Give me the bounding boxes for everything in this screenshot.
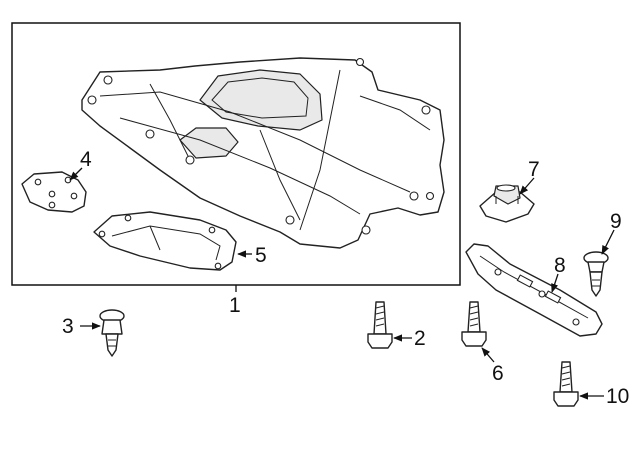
callout-7: 7	[528, 158, 540, 181]
callout-4: 4	[80, 148, 92, 171]
callout-1: 1	[229, 294, 241, 317]
callout-9: 9	[610, 210, 622, 233]
callout-3: 3	[62, 315, 74, 338]
leader-8	[551, 273, 559, 293]
push-clip-9-part[interactable]	[583, 251, 609, 297]
callout-10: 10	[606, 385, 629, 408]
bracket-part[interactable]	[465, 243, 603, 337]
callout-8: 8	[554, 254, 566, 277]
lower-cover-plate-part[interactable]	[93, 211, 237, 271]
bolt-6-part[interactable]	[461, 301, 487, 347]
callout-6: 6	[492, 362, 504, 385]
leader-4	[69, 167, 83, 181]
leader-9	[601, 229, 615, 255]
callout-2: 2	[414, 327, 426, 350]
push-clip-3-part[interactable]	[99, 309, 125, 357]
engine-under-cover-part[interactable]	[81, 57, 445, 249]
rubber-mount-part[interactable]	[479, 184, 535, 223]
leader-7	[519, 177, 535, 195]
small-cover-plate-part[interactable]	[21, 171, 87, 213]
bolt-10-part[interactable]	[553, 361, 579, 407]
callout-5: 5	[255, 244, 267, 267]
leader-6	[481, 347, 495, 363]
bolt-2-part[interactable]	[367, 301, 393, 349]
